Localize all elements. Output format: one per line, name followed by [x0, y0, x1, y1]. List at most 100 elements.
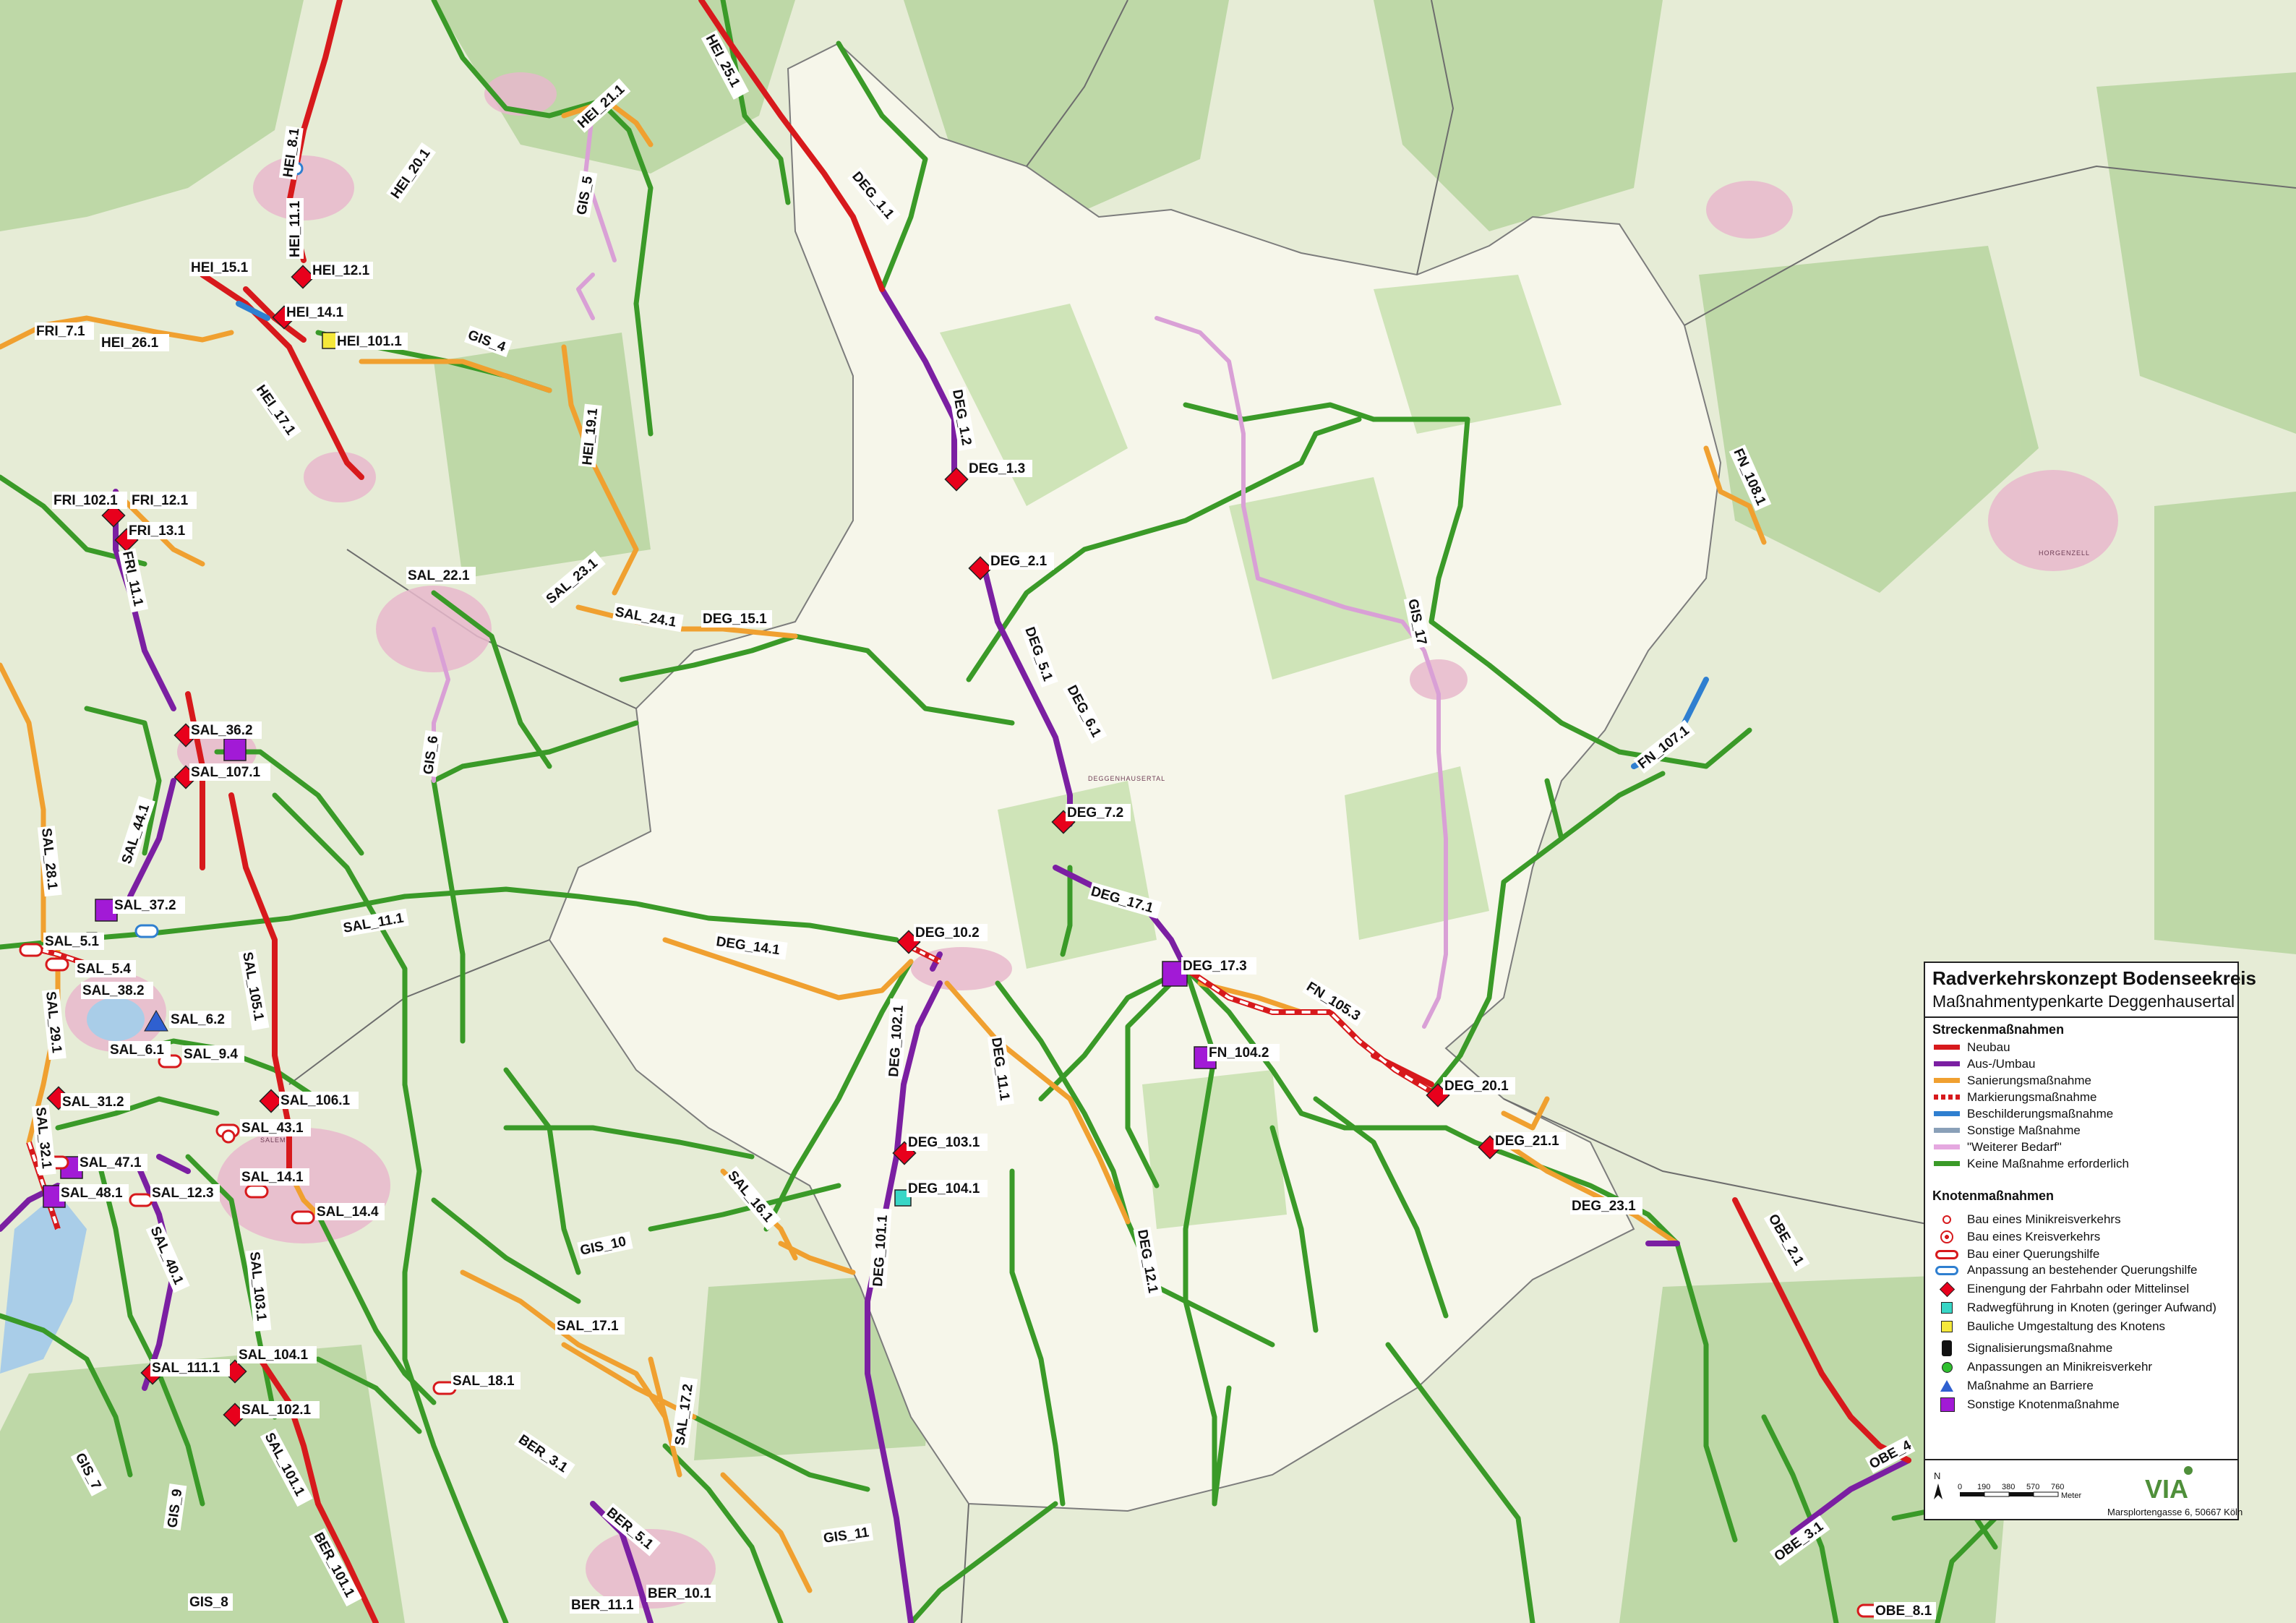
label-deg-21-1: DEG_21.1	[1495, 1134, 1559, 1149]
label-sal-107-1: SAL_107.1	[191, 765, 261, 780]
label-hei-14-1: HEI_14.1	[286, 305, 344, 320]
legend-item-sanierung: Sanierungsmaßnahme	[1932, 1073, 2091, 1089]
label-sal-22-1: SAL_22.1	[408, 568, 470, 583]
square-yellow-icon	[1941, 1321, 1953, 1332]
label-fri-102-1: FRI_102.1	[53, 493, 118, 508]
legend-divider	[1925, 1016, 2237, 1018]
label-fn-104-2: FN_104.2	[1209, 1045, 1269, 1061]
label-deg-2-1: DEG_2.1	[990, 554, 1048, 569]
label-hei-101-1: HEI_101.1	[337, 334, 402, 349]
north-arrow-icon: N	[1934, 1470, 1942, 1499]
legend-section-knoten: Knotenmaßnahmen	[1932, 1189, 2055, 1203]
legend-section-strecken: Streckenmaßnahmen	[1932, 1022, 2065, 1037]
diamond-red-icon	[1939, 1281, 1956, 1298]
legend-item-anpassung-minikreisverkehr: Anpassungen an Minikreisverkehr	[1932, 1359, 2152, 1375]
label-sal-31-2: SAL_31.2	[62, 1095, 124, 1110]
legend-footer: N 0 190 380 570 760 Meter VIA Marsplorte…	[1925, 1460, 2243, 1520]
legend-item-weiterer-bedarf: "Weiterer Bedarf"	[1932, 1139, 2062, 1155]
legend-title: Radverkehrskonzept Bodenseekreis	[1932, 967, 2256, 989]
label-sal-14-1: SAL_14.1	[241, 1170, 304, 1185]
label-sal-37-2: SAL_37.2	[114, 898, 176, 913]
legend-panel: Radverkehrskonzept Bodenseekreis Maßnahm…	[1924, 962, 2256, 1520]
label-deg-15-1: DEG_15.1	[703, 612, 767, 627]
legend-item-sonstige-knoten: Sonstige Knotenmaßnahme	[1932, 1397, 2120, 1413]
label-sal-48-1: SAL_48.1	[61, 1186, 123, 1201]
legend-item-sonstige: Sonstige Maßnahme	[1932, 1123, 2081, 1139]
dot-green-icon	[1942, 1362, 1953, 1373]
scale-bar: 0 190 380 570 760 Meter	[1958, 1483, 2081, 1500]
legend-item-minikreisverkehr: Bau eines Minikreisverkehrs	[1932, 1212, 2121, 1228]
legend-item-anpassung-querungshilfe: Anpassung an bestehender Querungshilfe	[1932, 1262, 2198, 1278]
label-deg-17-3: DEG_17.3	[1183, 959, 1247, 974]
label-deg-1-3: DEG_1.3	[969, 461, 1025, 476]
label-sal-17-1: SAL_17.1	[557, 1319, 619, 1334]
legend-item-kreisverkehr: Bau eines Kreisverkehrs	[1932, 1229, 2100, 1245]
label-sal-106-1: SAL_106.1	[280, 1093, 351, 1108]
svg-text:0: 0	[1958, 1483, 1962, 1491]
town-label-deggenhausertal: DEGGENHAUSERTAL	[1088, 775, 1165, 782]
legend-item-beschilderung: Beschilderungsmaßnahme	[1932, 1106, 2113, 1122]
legend-item-ausbau: Aus-/Umbau	[1932, 1056, 2035, 1072]
label-fri-7-1: FRI_7.1	[36, 324, 85, 339]
square-cyan-icon	[1941, 1302, 1953, 1314]
label-fri-13-1: FRI_13.1	[129, 523, 186, 539]
triangle-blue-icon	[1940, 1380, 1953, 1392]
scale-bar-area: N 0 190 380 570 760 Meter VIA Marsplorte…	[1934, 1466, 2243, 1517]
legend-item-einengung: Einengung der Fahrbahn oder Mittelinsel	[1932, 1281, 2189, 1298]
routes-neubau	[185, 0, 1911, 1623]
traffic-light-icon	[1942, 1340, 1952, 1356]
label-deg-104-1: DEG_104.1	[908, 1181, 980, 1196]
svg-text:570: 570	[2026, 1483, 2039, 1491]
legend-item-barriere: Maßnahme an Barriere	[1932, 1378, 2094, 1394]
water-features	[0, 998, 145, 1374]
svg-text:VIA: VIA	[2145, 1474, 2188, 1504]
label-deg-23-1: DEG_23.1	[1572, 1199, 1636, 1214]
label-sal-43-1: SAL_43.1	[241, 1121, 304, 1136]
town-label-salem: SALEM	[260, 1136, 286, 1144]
square-purple-icon	[1940, 1397, 1955, 1412]
company-logo: VIA	[2145, 1466, 2193, 1504]
label-sal-47-1: SAL_47.1	[80, 1155, 142, 1170]
town-label-horgenzell: HORGENZELL	[2039, 549, 2090, 557]
label-deg-7-2: DEG_7.2	[1067, 805, 1123, 821]
label-sal-18-1: SAL_18.1	[453, 1374, 515, 1389]
label-sal-5-4: SAL_5.4	[77, 962, 131, 977]
company-address: Marsplortengasse 6, 50667 Köln	[2107, 1507, 2243, 1517]
label-sal-104-1: SAL_104.1	[239, 1348, 309, 1363]
label-deg-20-1: DEG_20.1	[1444, 1079, 1509, 1094]
label-ber-11-1: BER_11.1	[571, 1598, 634, 1613]
label-sal-6-1: SAL_6.1	[110, 1042, 164, 1058]
routes-keine-massnahme	[0, 0, 1998, 1623]
pill-blue-icon	[1935, 1266, 1958, 1275]
label-sal-9-4: SAL_9.4	[184, 1047, 238, 1062]
pill-red-icon	[1935, 1250, 1958, 1259]
label-hei-11-1: HEI_11.1	[288, 200, 303, 257]
label-obe-8-1: OBE_8.1	[1875, 1603, 1932, 1619]
legend-item-bauliche-umgestaltung: Bauliche Umgestaltung des Knotens	[1932, 1319, 2165, 1335]
label-deg-10-2: DEG_10.2	[915, 925, 980, 941]
svg-text:380: 380	[2002, 1483, 2015, 1491]
legend-item-signalisierung: Signalisierungsmaßnahme	[1932, 1340, 2112, 1356]
legend-subtitle: Maßnahmentypenkarte Deggenhausertal	[1932, 992, 2235, 1011]
label-hei-15-1: HEI_15.1	[191, 260, 249, 275]
label-sal-38-2: SAL_38.2	[82, 983, 145, 998]
label-deg-103-1: DEG_103.1	[908, 1135, 980, 1150]
ring-large-icon	[1940, 1230, 1953, 1243]
ring-small-icon	[1942, 1215, 1951, 1224]
legend-item-markierung: Markierungsmaßnahme	[1932, 1089, 2097, 1105]
legend-item-querungshilfe: Bau einer Querungshilfe	[1932, 1246, 2099, 1262]
legend-item-neubau: Neubau	[1932, 1040, 2010, 1055]
svg-text:N: N	[1934, 1470, 1940, 1481]
label-sal-36-2: SAL_36.2	[191, 723, 253, 738]
label-hei-26-1: HEI_26.1	[101, 335, 159, 351]
label-sal-102-1: SAL_102.1	[241, 1403, 312, 1418]
svg-text:760: 760	[2051, 1483, 2064, 1491]
label-sal-6-2: SAL_6.2	[171, 1012, 225, 1027]
svg-text:Meter: Meter	[2061, 1491, 2081, 1500]
label-hei-12-1: HEI_12.1	[312, 263, 370, 278]
label-ber-10-1: BER_10.1	[648, 1586, 711, 1601]
label-sal-12-3: SAL_12.3	[152, 1186, 214, 1201]
label-sal-5-1: SAL_5.1	[45, 934, 99, 949]
legend-item-keine: Keine Maßnahme erforderlich	[1932, 1156, 2129, 1172]
